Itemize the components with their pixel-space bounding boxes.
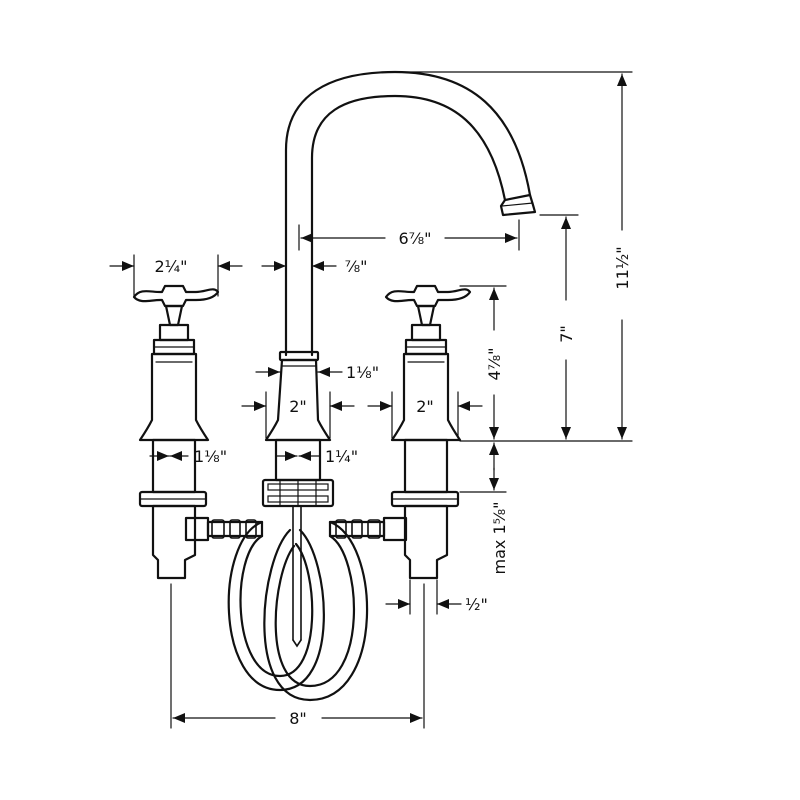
max-deck-thickness-label: max 1⅝": [490, 502, 509, 575]
left-valve: [132, 284, 220, 580]
dim-valve-base-width: 2": [367, 391, 483, 439]
dim-spout-height: 7": [539, 214, 579, 440]
dim-spout-reach: 6⅞": [298, 219, 520, 251]
spout-reach-label: 6⅞": [398, 229, 431, 248]
overall-height-label: 11½": [613, 246, 632, 289]
dim-max-deck-thickness: max 1⅝": [459, 442, 509, 575]
spout-base-neck-label: 1⅛": [346, 363, 379, 382]
connection-size-label: ½": [465, 595, 488, 614]
right-valve: [382, 284, 472, 580]
spout-base-width-label: 2": [289, 397, 307, 416]
spout-height-label: 7": [557, 325, 576, 343]
dim-connection-size: ½": [385, 579, 488, 615]
handle-width-label: 2¼": [154, 257, 187, 276]
supply-hoses: [206, 519, 386, 702]
dim-overall-height: 11½": [399, 71, 633, 442]
gooseneck-spout: [284, 70, 537, 357]
dim-spout-shank: 1¼": [275, 447, 358, 466]
dim-valve-shank: 1⅛": [149, 447, 227, 466]
dim-spout-base-width: 2": [241, 391, 355, 439]
dim-center-spacing: 8": [170, 583, 425, 729]
dim-spout-diameter: ⅞": [261, 257, 368, 276]
center-spacing-label: 8": [289, 709, 307, 728]
dim-spout-base-neck: 1⅛": [255, 363, 379, 382]
spout-diameter-label: ⅞": [345, 257, 368, 276]
dim-handle-width: 2¼": [109, 254, 243, 297]
spout-base: [264, 350, 332, 482]
valve-shank-label: 1⅛": [194, 447, 227, 466]
spout-shank-label: 1¼": [325, 447, 358, 466]
valve-base-width-label: 2": [416, 397, 434, 416]
handle-height-label: 4⅞": [485, 347, 504, 380]
spout-mounting-nut: [261, 478, 335, 648]
dim-handle-height: 4⅞": [459, 285, 507, 440]
